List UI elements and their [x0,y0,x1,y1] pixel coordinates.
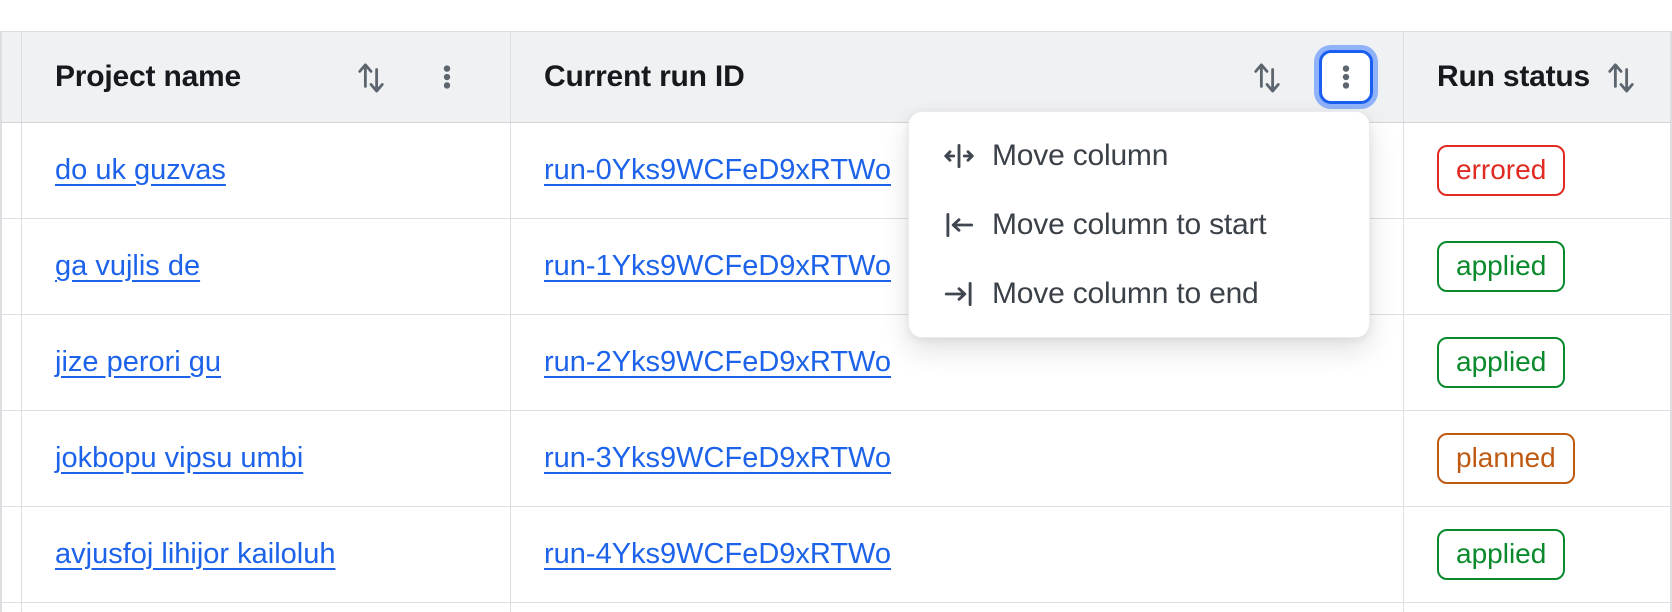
menu-item-label: Move column [992,138,1169,172]
status-badge: applied [1437,529,1566,580]
project-link[interactable]: do uk guzvas [55,154,226,186]
table-body: do uk guzvas run-0Yks9WCFeD9xRTWo errore… [0,123,1672,603]
table-row: ga vujlis de run-1Yks9WCFeD9xRTWo applie… [0,219,1672,315]
status-badge: applied [1437,241,1566,292]
run-id-cell: run-4Yks9WCFeD9xRTWo [511,507,1404,602]
row-gutter-cell [0,123,22,218]
menu-item-move-column[interactable]: Move column [909,121,1369,190]
project-cell: jize perori gu [22,315,511,410]
run-status-cell: applied [1404,315,1672,410]
table-row: jize perori gu run-2Yks9WCFeD9xRTWo appl… [0,315,1672,411]
run-id-link[interactable]: run-1Yks9WCFeD9xRTWo [544,250,892,282]
runs-table: Project name Current run ID [0,31,1672,612]
row-gutter-cell [0,219,22,314]
run-status-cell: errored [1404,123,1672,218]
row-gutter-cell [0,411,22,506]
run-status-sort-button[interactable] [1594,50,1648,104]
run-id-cell: run-1Yks9WCFeD9xRTWo [511,219,1404,314]
column-header-current-run-id: Current run ID [511,32,1404,122]
table-row: avjusfoj lihijor kailoluh run-4Yks9WCFeD… [0,507,1672,603]
project-name-menu-button[interactable] [420,50,474,104]
project-name-sort-button[interactable] [344,50,398,104]
menu-item-move-column-to-end[interactable]: Move column to end [909,259,1369,328]
current-run-id-header-label: Current run ID [544,60,745,93]
menu-item-move-column-to-start[interactable]: Move column to start [909,190,1369,259]
current-run-id-menu-button[interactable] [1319,50,1373,104]
project-link[interactable]: ga vujlis de [55,250,201,282]
move-column-icon [944,143,974,168]
run-id-link[interactable]: run-0Yks9WCFeD9xRTWo [544,154,892,186]
project-cell: ga vujlis de [22,219,511,314]
clipped-gutter-cell [0,603,22,612]
menu-item-label: Move column to start [992,207,1267,241]
current-run-id-sort-button[interactable] [1240,50,1294,104]
run-id-link[interactable]: run-4Yks9WCFeD9xRTWo [544,538,892,570]
project-cell: avjusfoj lihijor kailoluh [22,507,511,602]
project-link[interactable]: avjusfoj lihijor kailoluh [55,538,336,570]
run-id-cell: run-2Yks9WCFeD9xRTWo [511,315,1404,410]
project-cell: jokbopu vipsu umbi [22,411,511,506]
column-header-run-status: Run status [1404,32,1672,122]
project-cell: do uk guzvas [22,123,511,218]
run-id-link[interactable]: run-3Yks9WCFeD9xRTWo [544,442,892,474]
clipped-next-row [0,603,1672,612]
column-options-menu: Move column Move column to start Move co… [908,111,1370,338]
run-id-link[interactable]: run-2Yks9WCFeD9xRTWo [544,346,892,378]
sort-icon [358,63,384,93]
header-gutter-cell [0,32,22,122]
project-link[interactable]: jize perori gu [55,346,222,378]
clipped-status-cell [1404,603,1672,612]
sort-icon [1254,63,1280,93]
move-column-to-start-icon [946,212,974,237]
status-badge: applied [1437,337,1566,388]
run-status-cell: applied [1404,507,1672,602]
run-status-cell: planned [1404,411,1672,506]
table-header-row: Project name Current run ID [0,31,1672,123]
kebab-icon [443,65,451,89]
table-row: jokbopu vipsu umbi run-3Yks9WCFeD9xRTWo … [0,411,1672,507]
run-id-cell: run-3Yks9WCFeD9xRTWo [511,411,1404,506]
run-status-header-label: Run status [1437,60,1591,93]
project-link[interactable]: jokbopu vipsu umbi [55,442,304,474]
row-gutter-cell [0,315,22,410]
project-name-header-label: Project name [55,60,242,93]
row-gutter-cell [0,507,22,602]
table-row: do uk guzvas run-0Yks9WCFeD9xRTWo errore… [0,123,1672,219]
run-id-cell: run-0Yks9WCFeD9xRTWo [511,123,1404,218]
status-badge: errored [1437,145,1566,196]
sort-icon [1608,63,1634,93]
clipped-run-id-cell [511,603,1404,612]
status-badge: planned [1437,433,1575,484]
run-status-cell: applied [1404,219,1672,314]
column-header-project-name: Project name [22,32,511,122]
clipped-project-cell [22,603,511,612]
kebab-icon [1342,65,1350,89]
menu-item-label: Move column to end [992,276,1259,310]
move-column-to-end-icon [944,281,972,306]
